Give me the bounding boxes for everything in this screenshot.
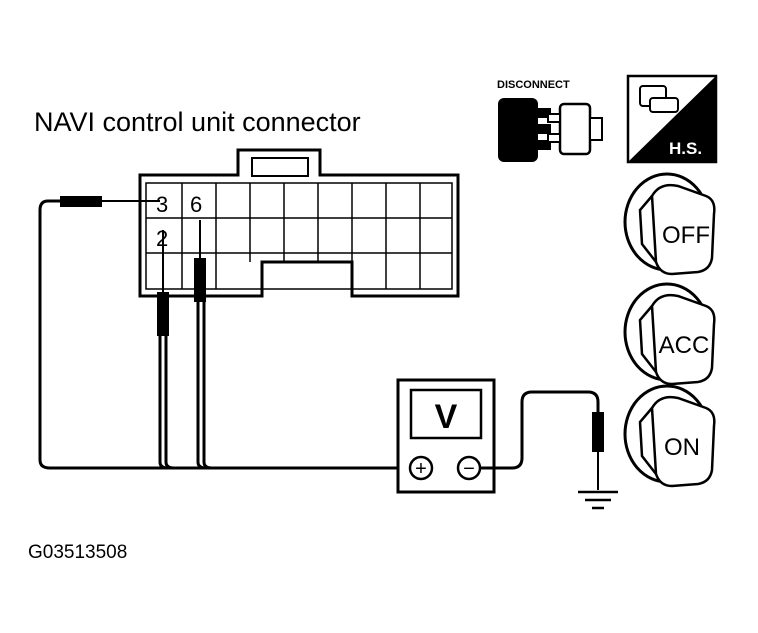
ignition-off-label: OFF (662, 222, 710, 249)
ignition-on-label: ON (664, 434, 700, 461)
harness-side-icon: H.S. (626, 74, 718, 164)
minus-sign: − (463, 458, 475, 480)
diagram-title: NAVI control unit connector (34, 107, 361, 137)
meter-symbol: V (435, 398, 458, 436)
probe-pin-2 (157, 230, 169, 336)
wire-pin-3 (38, 199, 408, 470)
figure-code: G03513508 (28, 542, 127, 563)
navi-connector: 3 6 2 (138, 148, 460, 298)
disconnect-label: DISCONNECT (497, 79, 570, 91)
hs-label: H.S. (669, 139, 702, 158)
ignition-acc-icon: ACC (623, 282, 716, 386)
pin-label-3: 3 (156, 192, 168, 217)
probe-pin-3 (60, 196, 160, 207)
pin-label-6: 6 (190, 192, 202, 217)
ignition-off-icon: OFF (623, 172, 716, 276)
plus-sign: + (415, 458, 427, 480)
voltmeter: V + − (396, 378, 496, 494)
wire-pin-2b (164, 336, 175, 470)
meter-positive-terminal (408, 455, 434, 481)
ignition-on-icon: ON (623, 384, 716, 488)
ignition-acc-label: ACC (659, 332, 710, 359)
wire-pin-6 (196, 302, 207, 470)
wire-pin-6b (202, 302, 213, 470)
wire-ground (480, 390, 600, 470)
ground-probe (592, 412, 604, 452)
disconnect-icon: DISCONNECT (497, 79, 603, 162)
ground-symbol (578, 490, 618, 510)
wire-pin-2 (158, 336, 169, 470)
probe-pin-6 (194, 220, 206, 302)
